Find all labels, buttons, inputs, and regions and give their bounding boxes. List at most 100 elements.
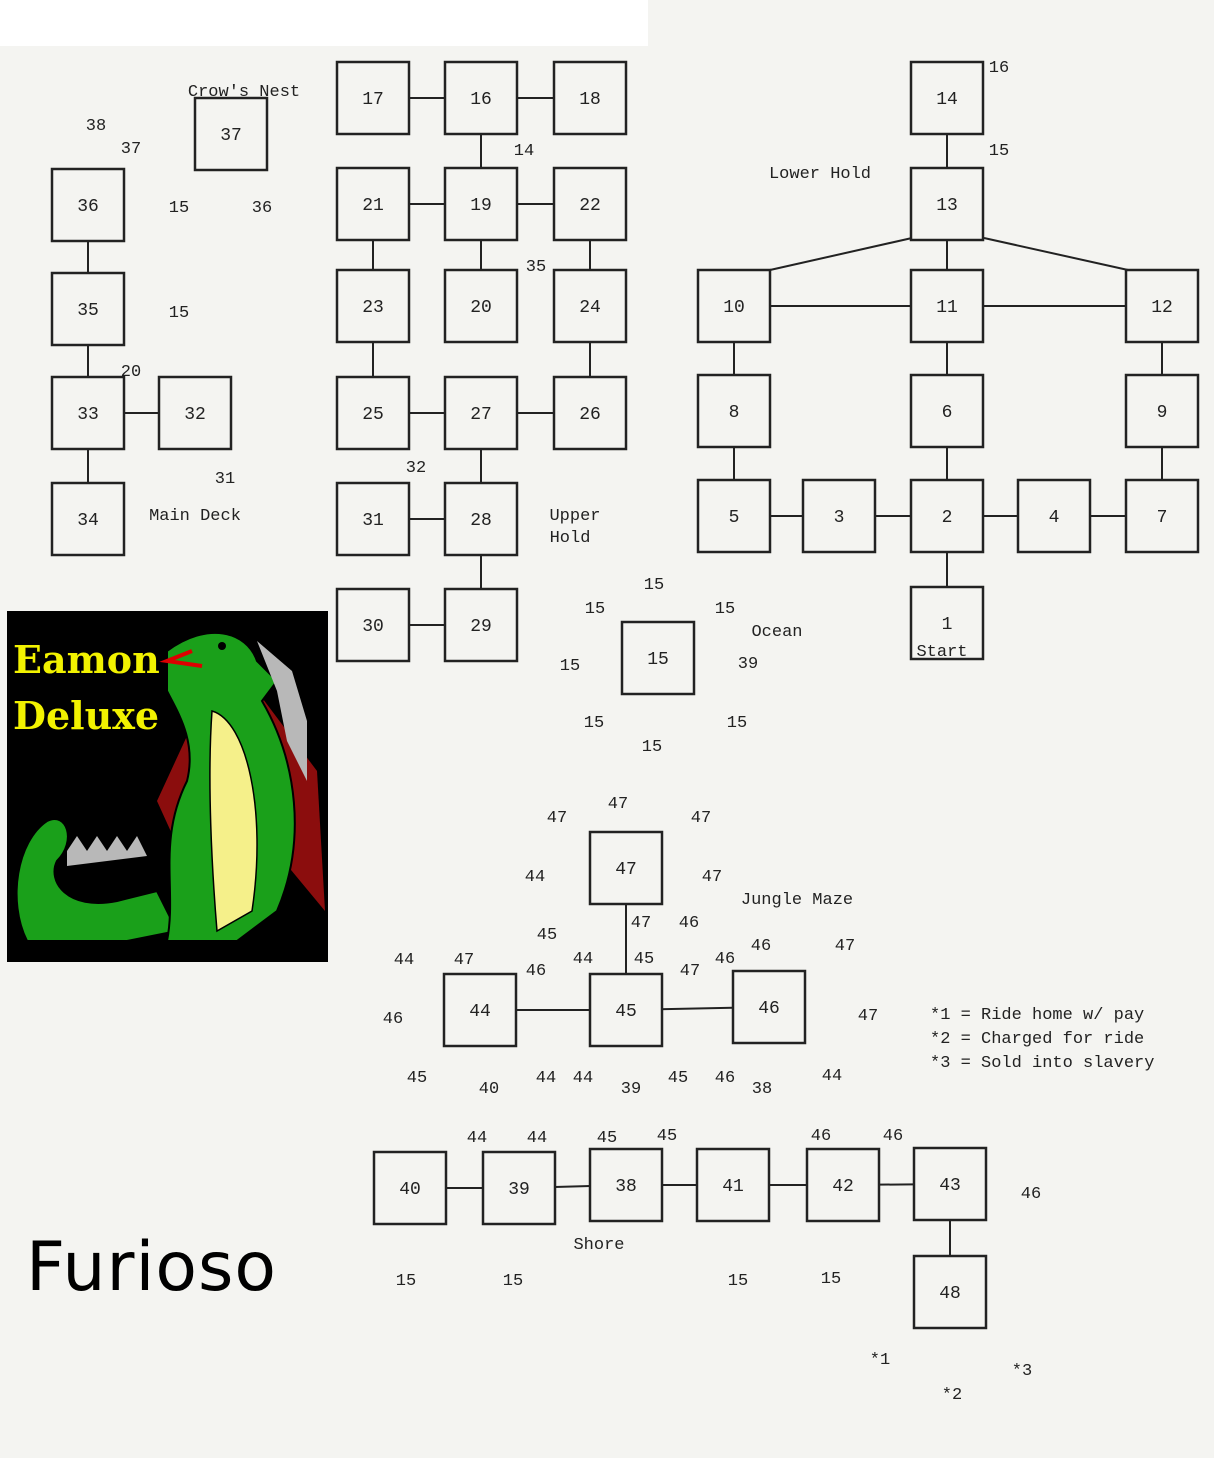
- adventure-title: Furioso: [26, 1228, 277, 1307]
- room-number: 23: [362, 298, 384, 318]
- room-number: 14: [936, 90, 958, 110]
- room-26: 26: [552, 375, 628, 451]
- room-32: 32: [157, 375, 233, 451]
- exit-label: 31: [215, 470, 235, 489]
- exit-label: 46: [383, 1010, 403, 1029]
- room-44: 44: [442, 972, 518, 1048]
- exit-label: 15: [989, 142, 1009, 161]
- room-number: 29: [470, 617, 492, 637]
- room-box: [372, 1150, 448, 1226]
- exit-label: 46: [526, 962, 546, 981]
- room-number: 13: [936, 196, 958, 216]
- room-box: [443, 166, 519, 242]
- room-17: 17: [335, 60, 411, 136]
- room-box: [912, 1254, 988, 1330]
- room-number: 16: [470, 90, 492, 110]
- room-15: 15: [620, 620, 696, 696]
- room-box: [50, 481, 126, 557]
- room-38: 38: [588, 1147, 664, 1223]
- exit-label: 14: [514, 142, 534, 161]
- eamon-deluxe-logo: Eamon Deluxe: [7, 611, 328, 962]
- exit-label: 35: [526, 258, 546, 277]
- room-connector: [769, 237, 913, 271]
- room-4: 4: [1016, 478, 1092, 554]
- room-number: 10: [723, 298, 745, 318]
- room-16: 16: [443, 60, 519, 136]
- exit-label: 44: [822, 1067, 842, 1086]
- room-24: 24: [552, 268, 628, 344]
- exit-label: 47: [608, 795, 628, 814]
- exit-label: 15: [821, 1270, 841, 1289]
- room-number: 33: [77, 405, 99, 425]
- room-box: [443, 375, 519, 451]
- room-number: 35: [77, 301, 99, 321]
- room-5: 5: [696, 478, 772, 554]
- exit-label: 15: [727, 714, 747, 733]
- exit-label: 45: [537, 926, 557, 945]
- area-label-main-deck: Main Deck: [149, 507, 241, 526]
- exit-label: 47: [858, 1007, 878, 1026]
- legend-entry: *1 = Ride home w/ pay: [930, 1006, 1144, 1025]
- exit-label: 44: [527, 1129, 547, 1148]
- area-label-lower-hold: Lower Hold: [769, 165, 871, 184]
- exit-label: 46: [811, 1127, 831, 1146]
- room-7: 7: [1124, 478, 1200, 554]
- exit-label: *2: [942, 1386, 962, 1405]
- room-number: 4: [1049, 508, 1060, 528]
- room-number: 36: [77, 197, 99, 217]
- exit-label: 38: [752, 1080, 772, 1099]
- room-40: 40: [372, 1150, 448, 1226]
- room-number: 24: [579, 298, 601, 318]
- exit-label: 45: [657, 1127, 677, 1146]
- room-box: [335, 587, 411, 663]
- exit-label: 46: [751, 937, 771, 956]
- exit-label: 44: [573, 950, 593, 969]
- exit-label: 15: [715, 600, 735, 619]
- exit-label: 47: [631, 914, 651, 933]
- exit-label: 44: [394, 951, 414, 970]
- dragon-icon: [15, 631, 325, 942]
- room-box: [443, 60, 519, 136]
- room-6: 6: [909, 373, 985, 449]
- room-27: 27: [443, 375, 519, 451]
- exit-label: 40: [479, 1080, 499, 1099]
- room-box: [1124, 373, 1200, 449]
- room-box: [552, 166, 628, 242]
- exit-label: 37: [121, 140, 141, 159]
- room-14: 14: [909, 60, 985, 136]
- room-connector: [983, 237, 1129, 271]
- exit-label: 47: [547, 809, 567, 828]
- room-box: [696, 268, 772, 344]
- exit-label: *3: [1012, 1362, 1032, 1381]
- room-1: 1: [909, 585, 985, 661]
- room-29: 29: [443, 587, 519, 663]
- room-box: [50, 271, 126, 347]
- room-box: [335, 166, 411, 242]
- room-box: [552, 60, 628, 136]
- room-28: 28: [443, 481, 519, 557]
- exit-label: 46: [679, 914, 699, 933]
- room-number: 39: [508, 1180, 530, 1200]
- room-number: 20: [470, 298, 492, 318]
- room-number: 27: [470, 405, 492, 425]
- room-number: 30: [362, 617, 384, 637]
- room-20: 20: [443, 268, 519, 344]
- room-box: [695, 1147, 771, 1223]
- room-number: 37: [220, 126, 242, 146]
- exit-label: 15: [503, 1272, 523, 1291]
- exit-label: 39: [621, 1080, 641, 1099]
- room-box: [909, 268, 985, 344]
- room-35: 35: [50, 271, 126, 347]
- room-number: 48: [939, 1284, 961, 1304]
- scan-top-margin: [0, 0, 648, 46]
- room-box: [552, 375, 628, 451]
- room-12: 12: [1124, 268, 1200, 344]
- room-21: 21: [335, 166, 411, 242]
- exit-label: 45: [668, 1069, 688, 1088]
- exit-label: 46: [715, 1069, 735, 1088]
- room-number: 17: [362, 90, 384, 110]
- room-number: 44: [469, 1002, 491, 1022]
- room-box: [909, 585, 985, 661]
- exit-label: 15: [560, 657, 580, 676]
- exit-label: 15: [585, 600, 605, 619]
